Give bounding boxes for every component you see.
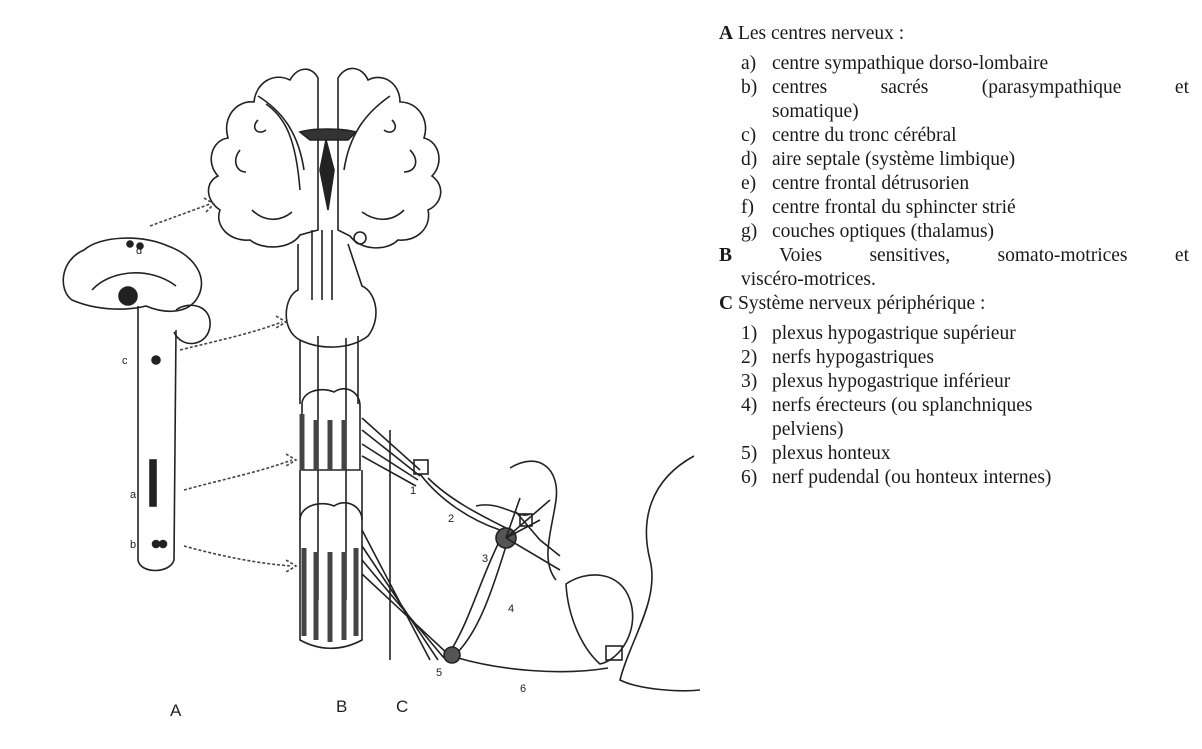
peripheral-nerves: [362, 418, 608, 672]
label-c: c: [122, 355, 128, 367]
path-6: 6: [520, 683, 526, 695]
list-item-continuation: pelviens): [741, 418, 1189, 442]
item-key: c): [741, 124, 772, 148]
item-key: 6): [741, 466, 772, 490]
list-item: b)centres sacrés (parasympathique et: [741, 76, 1189, 100]
item-key: 2): [741, 346, 772, 370]
legend-panel: A Les centres nerveux : a)centre sympath…: [719, 22, 1189, 490]
list-item: 4)nerfs érecteurs (ou splanchniques: [741, 394, 1189, 418]
path-5: 5: [436, 667, 442, 679]
legend-list-c: 1)plexus hypogastrique supérieur 2)nerfs…: [719, 322, 1189, 490]
item-text: aire septale (système limbique): [772, 148, 1189, 172]
section-label-b: B: [336, 697, 347, 716]
legend-heading-a: A Les centres nerveux :: [719, 22, 1189, 46]
list-item: a)centre sympathique dorso-lombaire: [741, 52, 1189, 76]
item-text: nerfs hypogastriques: [772, 346, 1189, 370]
item-key: a): [741, 52, 772, 76]
legend-heading-c: C Système nerveux périphérique :: [719, 292, 1189, 316]
item-text: centres sacrés (parasympathique et: [772, 76, 1189, 100]
legend-b-line2: viscéro-motrices.: [719, 268, 1189, 292]
path-1: 1: [410, 485, 416, 497]
item-key: g): [741, 220, 772, 244]
label-b: b: [130, 539, 136, 551]
item-text: plexus hypogastrique inférieur: [772, 370, 1189, 394]
list-item: c)centre du tronc cérébral: [741, 124, 1189, 148]
item-text: couches optiques (thalamus): [772, 220, 1189, 244]
list-item: g)couches optiques (thalamus): [741, 220, 1189, 244]
item-text: centre frontal détrusorien: [772, 172, 1189, 196]
item-text: centre sympathique dorso-lombaire: [772, 52, 1189, 76]
coronal-brain-section: [208, 68, 440, 247]
list-item: 3)plexus hypogastrique inférieur: [741, 370, 1189, 394]
list-item: 1)plexus hypogastrique supérieur: [741, 322, 1189, 346]
item-key: b): [741, 76, 772, 100]
item-key: f): [741, 196, 772, 220]
item-text: plexus hypogastrique supérieur: [772, 322, 1189, 346]
legend-b-line1: Voies sensitives, somato-motrices et: [779, 245, 1189, 266]
legend-title-a: Les centres nerveux :: [738, 23, 904, 44]
list-item: d)aire septale (système limbique): [741, 148, 1189, 172]
path-4: 4: [508, 603, 514, 615]
item-text: centre frontal du sphincter strié: [772, 196, 1189, 220]
connector-arrows: [150, 198, 296, 572]
sagittal-brain-and-cord: [63, 238, 210, 570]
item-text: plexus honteux: [772, 442, 1189, 466]
item-key: 3): [741, 370, 772, 394]
item-key: e): [741, 172, 772, 196]
item-text: centre du tronc cérébral: [772, 124, 1189, 148]
list-item: e)centre frontal détrusorien: [741, 172, 1189, 196]
item-key: 4): [741, 394, 772, 418]
item-text-cont: somatique): [772, 100, 1189, 124]
legend-letter-a: A: [719, 23, 733, 44]
list-item: 6)nerf pudendal (ou honteux internes): [741, 466, 1189, 490]
label-a: a: [130, 489, 137, 501]
pelvic-outline: [510, 456, 700, 691]
item-key: 5): [741, 442, 772, 466]
legend-heading-b: B Voies sensitives, somato-motrices et: [719, 244, 1189, 268]
list-item: f)centre frontal du sphincter strié: [741, 196, 1189, 220]
section-label-a: A: [170, 701, 182, 720]
neuro-anatomy-diagram: d c a b 1 2 3 4 5 6 A B C: [0, 0, 700, 749]
item-text: nerf pudendal (ou honteux internes): [772, 466, 1189, 490]
spinal-cord: [300, 336, 362, 648]
item-text-cont: pelviens): [772, 418, 1189, 442]
item-text: nerfs érecteurs (ou splanchniques: [772, 394, 1189, 418]
list-item: 5)plexus honteux: [741, 442, 1189, 466]
legend-title-c: Système nerveux périphérique :: [738, 293, 985, 314]
item-key: 1): [741, 322, 772, 346]
legend-list-a: a)centre sympathique dorso-lombaire b)ce…: [719, 52, 1189, 244]
legend-letter-c: C: [719, 293, 733, 314]
item-key: d): [741, 148, 772, 172]
brainstem: [286, 230, 376, 347]
list-item: 2)nerfs hypogastriques: [741, 346, 1189, 370]
legend-letter-b: B: [719, 245, 732, 266]
path-2: 2: [448, 513, 454, 525]
path-3: 3: [482, 553, 488, 565]
list-item-continuation: somatique): [741, 100, 1189, 124]
label-d: d: [136, 245, 142, 257]
section-label-c: C: [396, 697, 408, 716]
